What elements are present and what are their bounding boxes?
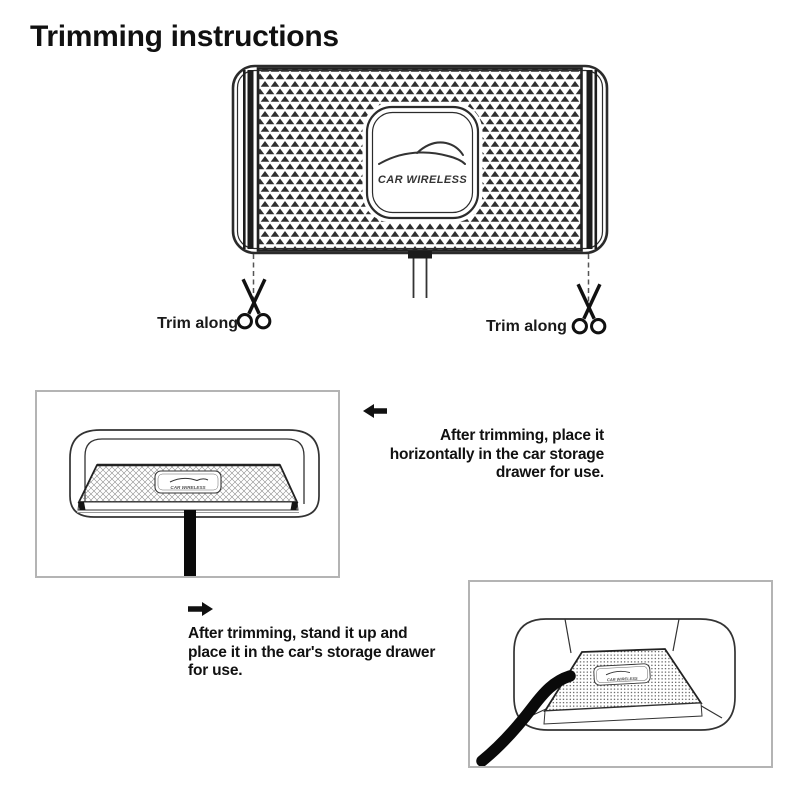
car-logo-icon	[378, 141, 466, 165]
logo-text-small: CAR WIRELESS	[607, 676, 638, 683]
arrow-left-icon	[363, 404, 387, 418]
trim-along-label-left: Trim along	[157, 315, 238, 332]
car-logo-small-icon	[605, 670, 631, 676]
logo-text-small: CAR WIRELESS	[170, 485, 206, 490]
instruction-line: place it in the car's storage drawer	[188, 643, 436, 661]
standup-placement-drawing: CAR WIRELESS	[476, 618, 736, 766]
instruction-line: horizontally in the car storage	[389, 445, 604, 463]
page-title: Trimming instructions	[30, 20, 339, 53]
standup-placement-illustration-box: CAR WIRELESS	[468, 580, 773, 768]
instruction-line: for use.	[188, 662, 243, 679]
arrow-right-icon	[188, 602, 213, 616]
trim-along-label-right: Trim along	[486, 318, 567, 335]
horizontal-instruction-text: After trimming, place it horizontally in…	[300, 427, 604, 483]
charging-pad-illustration: CAR WIRELESS	[231, 64, 609, 335]
logo-patch: CAR WIRELESS	[362, 102, 483, 223]
logo-patch-small: CAR WIRELESS	[154, 470, 222, 494]
cable-curved	[476, 670, 576, 766]
logo-patch-small-2: CAR WIRELESS	[593, 663, 651, 686]
car-logo-small-icon	[169, 477, 209, 483]
cable-stub	[408, 251, 432, 298]
pad-side-strips	[243, 70, 598, 249]
instruction-line: After trimming, stand it up and	[188, 625, 408, 642]
horizontal-placement-drawing: CAR WIRELESS	[69, 429, 320, 576]
horizontal-placement-illustration-box: CAR WIRELESS	[35, 390, 340, 578]
instruction-line: drawer for use.	[495, 464, 604, 481]
instruction-line: After trimming, place it	[439, 427, 604, 444]
cable-thick	[184, 510, 196, 576]
scissors-left-icon	[236, 277, 272, 330]
vertical-instruction-text: After trimming, stand it up and place it…	[188, 625, 473, 681]
logo-text: CAR WIRELESS	[378, 174, 467, 186]
